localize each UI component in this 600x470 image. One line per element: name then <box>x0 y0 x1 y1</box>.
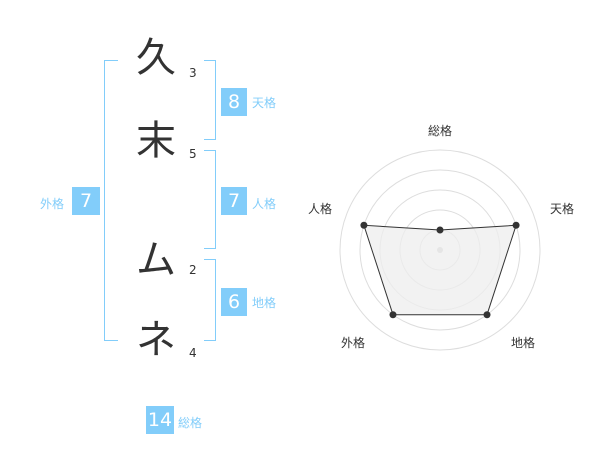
soukaku-score: 14 <box>146 406 174 434</box>
radar-point-5 <box>360 221 368 229</box>
jinkaku-score: 7 <box>221 187 247 215</box>
name-char-2: 末 <box>136 118 176 164</box>
radar-point-1 <box>436 226 444 234</box>
radar-point-4 <box>389 311 397 319</box>
name-char-3: ム <box>136 237 176 283</box>
tenkaku-bracket <box>204 60 216 140</box>
radar-label-gaikaku: 外格 <box>341 336 366 350</box>
radar-ring <box>359 169 521 331</box>
radar-points <box>360 221 520 319</box>
chikaku-score: 6 <box>221 288 247 316</box>
radar-label-tenkaku: 天格 <box>550 202 575 216</box>
name-char-1: 久 <box>136 35 176 81</box>
radar-point-3 <box>483 311 491 319</box>
chikaku-bracket <box>204 259 216 341</box>
gaikaku-bracket <box>104 60 118 341</box>
tenkaku-score: 8 <box>221 88 247 116</box>
jinkaku-bracket <box>204 150 216 249</box>
radar-label-jinkaku: 人格 <box>308 202 333 216</box>
stroke-count-3: 2 <box>189 263 197 277</box>
radar-point-2 <box>512 221 520 229</box>
soukaku-label: 総格 <box>178 416 203 430</box>
tenkaku-label: 天格 <box>252 96 277 110</box>
stroke-count-4: 4 <box>189 346 197 360</box>
name-char-4: ネ <box>136 317 176 363</box>
gaikaku-label: 外格 <box>40 197 65 211</box>
radar-ring <box>339 149 541 351</box>
stroke-count-1: 3 <box>189 66 197 80</box>
jinkaku-label: 人格 <box>252 197 277 211</box>
radar-polygon-group <box>363 224 517 316</box>
radar-label-chikaku: 地格 <box>511 336 536 350</box>
chikaku-label: 地格 <box>252 296 277 310</box>
radar-label-soukaku: 総格 <box>428 124 453 138</box>
radar-polygon <box>363 224 517 316</box>
gaikaku-score: 7 <box>72 187 100 215</box>
stroke-count-2: 5 <box>189 147 197 161</box>
